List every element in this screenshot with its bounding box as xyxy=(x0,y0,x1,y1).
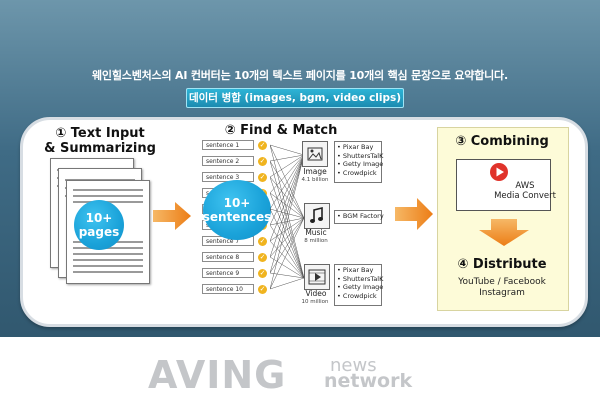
check-icon: ✓ xyxy=(258,237,267,246)
video-count: 10 million xyxy=(301,299,329,305)
watermark-bottom: network xyxy=(324,370,413,392)
music-sources: BGM Factory xyxy=(337,212,384,221)
image-icon xyxy=(302,141,328,167)
check-icon: ✓ xyxy=(258,173,267,182)
video-play-icon xyxy=(304,264,330,290)
video-label: Video xyxy=(305,289,327,298)
video-source: Crowdpick xyxy=(337,292,383,301)
aws-media-convert-label: AWS xyxy=(495,181,555,191)
sentences-badge-count: 10+ xyxy=(223,196,251,210)
image-count: 4.1 billion xyxy=(301,177,329,183)
step1-title-line2: & Summarizing xyxy=(44,141,156,156)
arrow-down-icon xyxy=(479,219,529,246)
sentence-chip: sentence 9 xyxy=(202,268,254,278)
video-sources: Pixar Bay ShuttersTalK Getty Image Crowd… xyxy=(337,266,383,300)
matching-lines xyxy=(270,144,305,290)
step2-title: ② Find & Match xyxy=(224,123,338,138)
slide-background: 웨인힐스벤처스의 AI 컨버터는 10개의 텍스트 페이지를 10개의 핵심 문… xyxy=(0,0,600,337)
play-logo-icon xyxy=(490,163,508,181)
check-icon: ✓ xyxy=(258,141,267,150)
media-convert-label: Media Convert xyxy=(494,191,556,201)
arrow-right-icon xyxy=(153,202,191,230)
data-merge-bar: 데이터 병합 (images, bgm, video clips) xyxy=(186,88,404,108)
check-icon: ✓ xyxy=(258,253,267,262)
music-count: 8 million xyxy=(304,238,328,244)
check-icon: ✓ xyxy=(258,285,267,294)
video-source: Getty Image xyxy=(337,283,383,292)
sentences-badge-label: sentences xyxy=(202,210,272,224)
step3-title: ③ Combining xyxy=(455,134,549,149)
image-sources: Pixar Bay ShuttersTalK Getty Image Crowd… xyxy=(337,143,383,177)
image-source: ShuttersTalK xyxy=(337,152,383,161)
check-icon: ✓ xyxy=(258,269,267,278)
distribute-line2: Instagram xyxy=(479,288,525,298)
distribute-line1: YouTube / Facebook xyxy=(458,277,546,287)
video-source: ShuttersTalK xyxy=(337,275,383,284)
pages-badge-label: pages xyxy=(78,225,120,239)
watermark-top: news xyxy=(330,355,377,376)
sentence-chip: sentence 8 xyxy=(202,252,254,262)
step1-title: ① Text Input & Summarizing xyxy=(40,126,160,156)
step1-title-line1: ① Text Input xyxy=(55,126,145,141)
sentence-chip: sentence 2 xyxy=(202,156,254,166)
arrow-right-icon xyxy=(395,198,433,230)
video-source: Pixar Bay xyxy=(337,266,383,275)
watermark-main: AVING xyxy=(148,353,287,397)
pages-badge: 10+ pages xyxy=(74,200,124,250)
image-label: Image xyxy=(303,167,327,176)
image-source: Crowdpick xyxy=(337,169,383,178)
check-icon: ✓ xyxy=(258,157,267,166)
image-source: Pixar Bay xyxy=(337,143,383,152)
sentence-chip: sentence 10 xyxy=(202,284,254,294)
step4-title: ④ Distribute xyxy=(457,257,547,272)
music-note-icon xyxy=(304,203,330,229)
aws-label: AWS xyxy=(515,181,535,191)
music-source: BGM Factory xyxy=(337,212,384,221)
headline: 웨인힐스벤처스의 AI 컨버터는 10개의 텍스트 페이지를 10개의 핵심 문… xyxy=(92,69,508,82)
music-label: Music xyxy=(305,228,327,237)
pages-badge-count: 10+ xyxy=(85,211,113,225)
sentence-chip: sentence 1 xyxy=(202,140,254,150)
image-source: Getty Image xyxy=(337,160,383,169)
sentences-badge: 10+ sentences xyxy=(203,180,271,240)
distribute-platforms: YouTube / Facebook Instagram xyxy=(440,277,564,299)
